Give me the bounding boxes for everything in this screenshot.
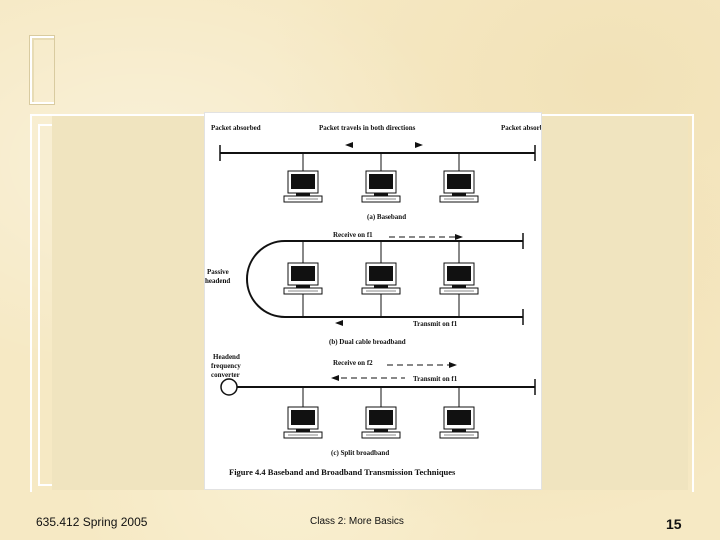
headend-converter-label-2: frequency bbox=[211, 362, 241, 370]
dual-cable-caption: (b) Dual cable broadband bbox=[329, 338, 406, 346]
packet-absorbed-right-label: Packet absorbed bbox=[501, 124, 541, 132]
baseband-caption: (a) Baseband bbox=[367, 213, 406, 221]
footer-class-title: Class 2: More Basics bbox=[310, 516, 404, 527]
passive-headend-label-2: headend bbox=[205, 277, 230, 285]
dual-cable-loop bbox=[246, 240, 523, 318]
arrow-right-icon bbox=[415, 142, 423, 148]
computer-icon bbox=[283, 406, 323, 439]
computer-icon bbox=[361, 170, 401, 203]
page-number: 15 bbox=[666, 516, 682, 532]
computer-icon bbox=[439, 170, 479, 203]
transmit-label: Transmit on f1 bbox=[413, 320, 458, 328]
receive-label: Receive on f2 bbox=[333, 359, 373, 367]
footer-course: 635.412 Spring 2005 bbox=[36, 515, 148, 529]
figure-title: Figure 4.4 Baseband and Broadband Transm… bbox=[229, 467, 456, 477]
computer-icon bbox=[361, 262, 401, 295]
decorative-bracket-top bbox=[29, 35, 55, 105]
arrow-right-icon bbox=[455, 234, 463, 240]
arrow-left-icon bbox=[345, 142, 353, 148]
frequency-converter-icon bbox=[220, 378, 238, 396]
split-caption: (c) Split broadband bbox=[331, 449, 389, 457]
passive-headend-label: Passive bbox=[207, 268, 229, 276]
packet-travels-label: Packet travels in both directions bbox=[319, 124, 416, 132]
packet-absorbed-left-label: Packet absorbed bbox=[211, 124, 261, 132]
arrow-left-icon bbox=[335, 320, 343, 326]
split-section: Headend frequency converter Receive on f… bbox=[211, 353, 536, 457]
arrow-left-icon bbox=[331, 375, 339, 381]
headend-converter-label: Headend bbox=[213, 353, 240, 361]
dual-cable-section: Receive on f1 Passive headend Transmit o… bbox=[205, 231, 524, 346]
computer-icon bbox=[439, 406, 479, 439]
receive-label: Receive on f1 bbox=[333, 231, 373, 239]
computer-icon bbox=[283, 170, 323, 203]
figure-baseband-broadband: Packet absorbed Packet travels in both d… bbox=[204, 112, 542, 490]
diagram-canvas: Packet absorbed Packet travels in both d… bbox=[205, 124, 541, 477]
arrow-right-icon bbox=[449, 362, 457, 368]
computer-icon bbox=[361, 406, 401, 439]
transmit-label: Transmit on f1 bbox=[413, 375, 458, 383]
computer-icon bbox=[439, 262, 479, 295]
baseband-section: Packet absorbed Packet travels in both d… bbox=[211, 124, 541, 221]
decorative-bracket-left bbox=[38, 124, 54, 486]
headend-converter-label-3: converter bbox=[211, 371, 240, 379]
computer-icon bbox=[283, 262, 323, 295]
